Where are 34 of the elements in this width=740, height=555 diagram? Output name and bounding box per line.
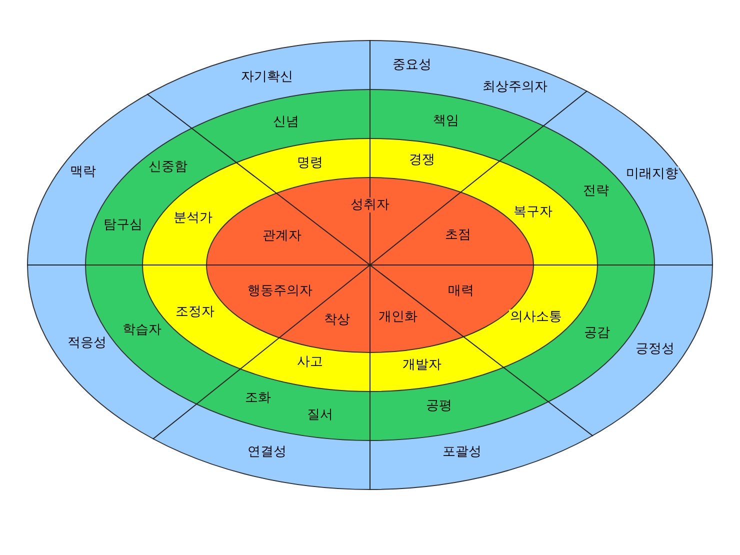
ring-label: 긍정성 <box>634 342 676 356</box>
ring-label: 공감 <box>583 326 611 340</box>
ring-label: 개인화 <box>378 310 418 324</box>
ring-label: 복구자 <box>512 204 554 220</box>
ring-label: 조화 <box>244 390 272 406</box>
ring-label: 관계자 <box>262 228 302 244</box>
ring-label: 연결성 <box>246 444 288 460</box>
ring-label: 경쟁 <box>408 152 436 168</box>
ring-label: 의사소통 <box>509 310 563 324</box>
ring-label: 탐구심 <box>102 218 144 232</box>
ring-label: 책임 <box>432 114 460 128</box>
ring-label: 질서 <box>306 408 334 422</box>
ring-label: 중요성 <box>392 58 432 72</box>
ring-label: 성취자 <box>350 198 390 212</box>
ring-label: 신념 <box>272 114 300 130</box>
ring-label: 명령 <box>296 156 324 170</box>
ring-label: 자기확신 <box>240 70 294 84</box>
ring-label: 개발자 <box>402 358 442 372</box>
ring-label: 학습자 <box>122 322 162 338</box>
ring-label: 행동주의자 <box>246 284 314 298</box>
ring-label: 신중함 <box>148 160 188 174</box>
ring-label: 착상 <box>323 312 351 328</box>
ring-label: 공평 <box>425 398 453 414</box>
ring-label: 초점 <box>444 228 472 242</box>
ring-label: 미래지향 <box>625 166 679 182</box>
ring-label: 매력 <box>447 284 475 298</box>
ring-label: 분석가 <box>172 210 214 226</box>
ring-label: 전략 <box>582 184 610 198</box>
ring-label: 조정자 <box>174 304 216 320</box>
ring-label: 최상주의자 <box>482 80 548 94</box>
ring-label: 적응성 <box>66 336 108 350</box>
ring-label: 포괄성 <box>442 444 482 460</box>
ring-label: 맥락 <box>69 164 97 180</box>
ring-label: 사고 <box>296 354 324 370</box>
